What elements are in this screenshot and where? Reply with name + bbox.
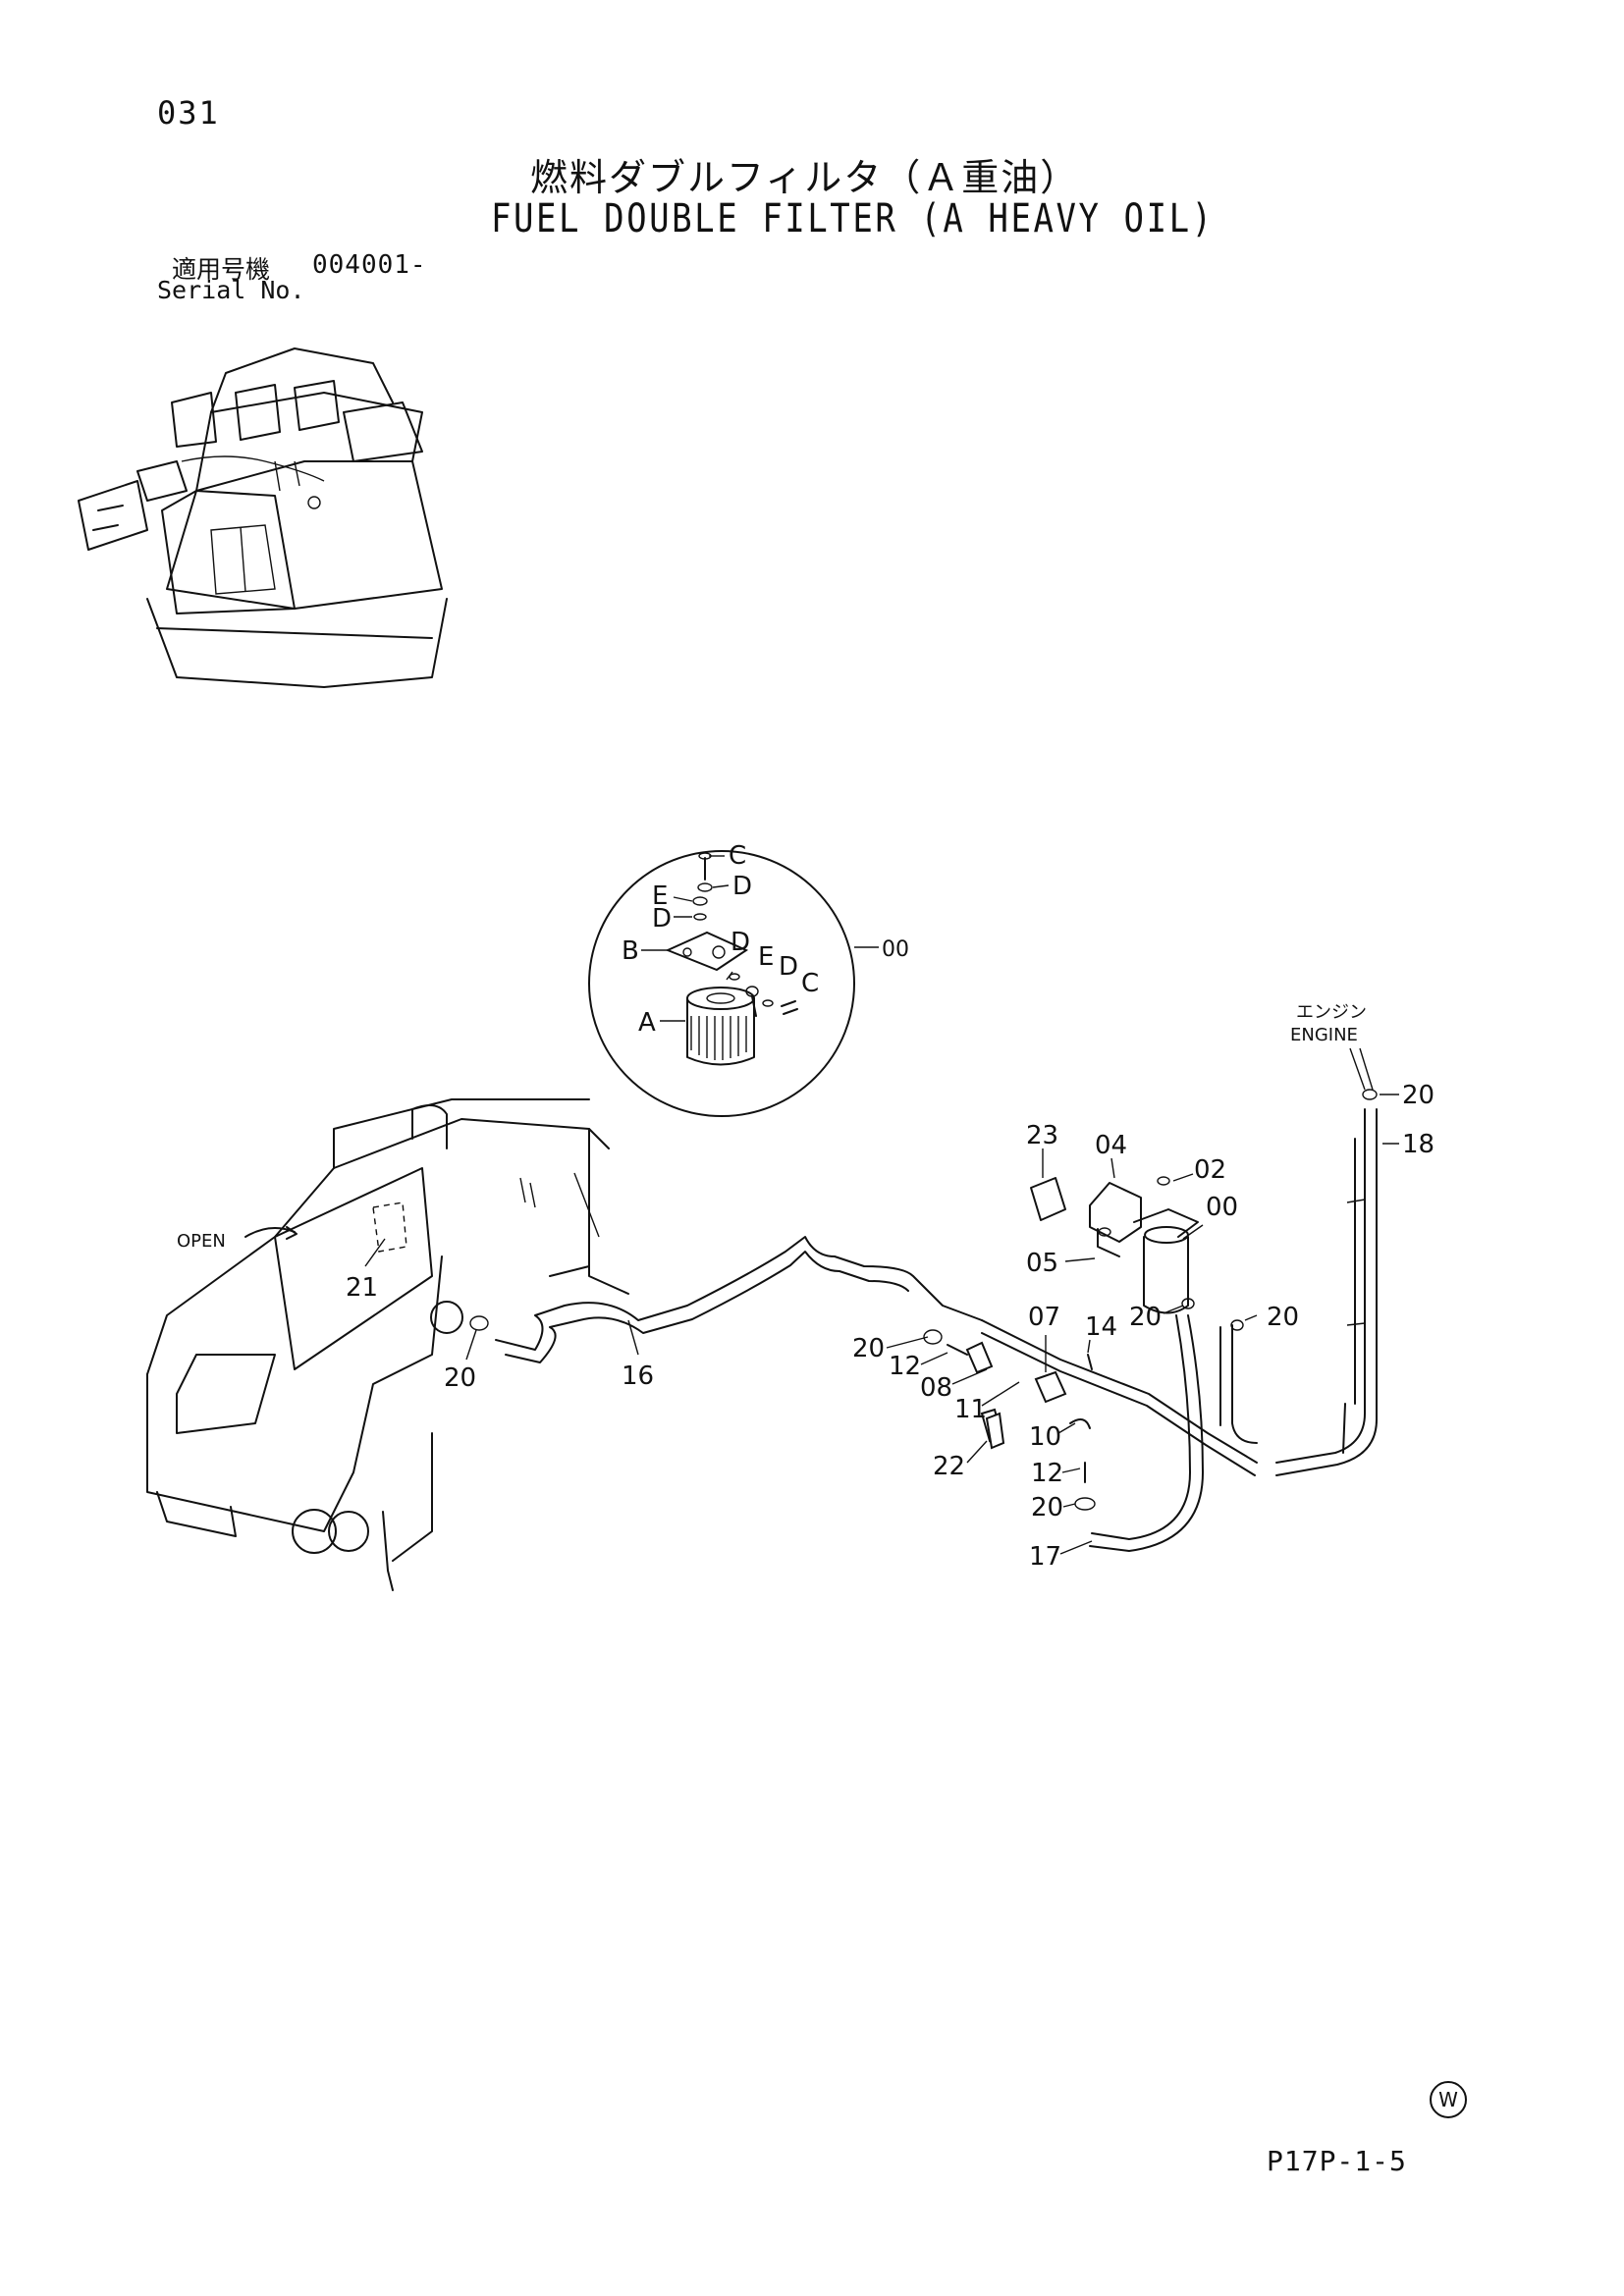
callout-00: 00	[1206, 1193, 1238, 1222]
page-title-english: FUEL DOUBLE FILTER (A HEAVY OIL)	[491, 196, 1215, 241]
callout-07: 07	[1028, 1303, 1060, 1332]
callout-02: 02	[1194, 1155, 1226, 1185]
callout-12-upper: 12	[889, 1352, 921, 1381]
callout-D-right: D	[731, 928, 750, 957]
serial-number-value: 004001-	[312, 250, 427, 280]
annotation-labels: OPEN エンジン ENGINE	[177, 1002, 1374, 1252]
page-code: P17P-1-5	[1267, 2145, 1407, 2177]
callout-D-left: D	[652, 904, 672, 934]
machine-frame-drawing	[146, 1098, 610, 1591]
callout-E-top: E	[652, 881, 668, 911]
callout-11: 11	[954, 1395, 987, 1424]
serial-label-english: Serial No.	[157, 276, 305, 304]
callout-08: 08	[920, 1373, 952, 1403]
callout-14: 14	[1085, 1312, 1117, 1342]
page-number: 031	[157, 94, 220, 132]
callout-20-filter-right: 20	[1267, 1303, 1299, 1332]
serial-label-japanese: 適用号機	[172, 255, 271, 284]
callout-B: B	[622, 936, 639, 966]
callout-20-lower: 20	[1031, 1493, 1063, 1522]
callout-C-top: C	[729, 841, 746, 871]
w-mark-symbol: W	[1430, 2081, 1467, 2118]
callout-12-lower: 12	[1031, 1459, 1063, 1488]
fuel-lines	[469, 1089, 1378, 1552]
callout-D-far-right: D	[779, 952, 798, 982]
detail-letter-callouts: C D E D B D E D C A	[622, 841, 819, 1038]
callout-21: 21	[346, 1273, 378, 1303]
page-title-japanese: 燃料ダブルフィルタ（Ａ重油）	[530, 156, 1080, 199]
excavator-locator-drawing	[78, 347, 448, 688]
callout-E-right: E	[758, 942, 774, 972]
callout-23: 23	[1026, 1121, 1058, 1150]
callout-22: 22	[933, 1452, 965, 1481]
callout-20-left: 20	[444, 1363, 476, 1393]
filter-detail-view: 00 C	[588, 841, 909, 1117]
callout-20-mid: 20	[852, 1334, 885, 1363]
detail-ref-label: 00	[882, 937, 909, 962]
callout-10: 10	[1029, 1422, 1061, 1452]
engine-label-japanese: エンジン	[1296, 1002, 1367, 1023]
callout-17: 17	[1029, 1542, 1061, 1572]
callout-20-engine: 20	[1402, 1081, 1435, 1110]
callout-C-right: C	[801, 969, 819, 998]
callout-05: 05	[1026, 1249, 1058, 1278]
open-label: OPEN	[177, 1231, 226, 1252]
callout-04: 04	[1095, 1131, 1127, 1160]
engine-label-english: ENGINE	[1290, 1025, 1358, 1045]
callout-A: A	[638, 1008, 656, 1038]
callout-16: 16	[622, 1362, 654, 1391]
callout-D-top: D	[732, 872, 752, 901]
detail-circle	[588, 850, 855, 1117]
callout-18: 18	[1402, 1130, 1435, 1159]
part-callouts: 00 02 04 05 07 08 10 11 12	[346, 1081, 1435, 1572]
callout-20-filter-left: 20	[1129, 1303, 1162, 1332]
